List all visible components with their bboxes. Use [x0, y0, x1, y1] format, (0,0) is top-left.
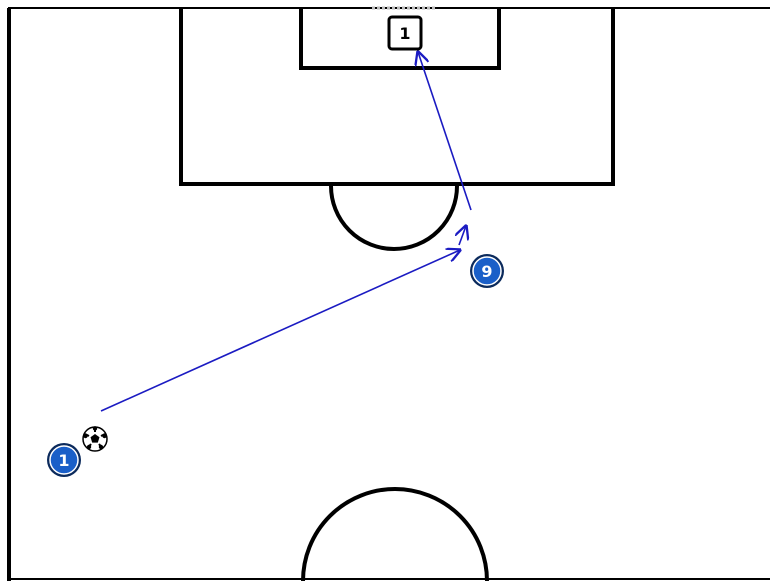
pass-arrow — [100, 250, 460, 412]
shot-arrow — [418, 52, 472, 211]
player-9-number: 9 — [481, 262, 492, 281]
goal-area — [299, 8, 501, 70]
goalkeeper-marker: 1 — [387, 15, 423, 51]
run-arrow — [459, 226, 466, 246]
penalty-area — [179, 8, 615, 186]
player-1-marker: 1 — [47, 443, 81, 477]
center-circle — [301, 487, 489, 581]
movement-arrows — [100, 52, 472, 412]
soccer-ball-icon — [82, 426, 108, 452]
penalty-arc — [329, 185, 459, 251]
player-1-number: 1 — [58, 451, 69, 470]
goalkeeper-number: 1 — [399, 24, 410, 43]
player-9-marker: 9 — [470, 254, 504, 288]
pitch-lines — [7, 7, 770, 581]
